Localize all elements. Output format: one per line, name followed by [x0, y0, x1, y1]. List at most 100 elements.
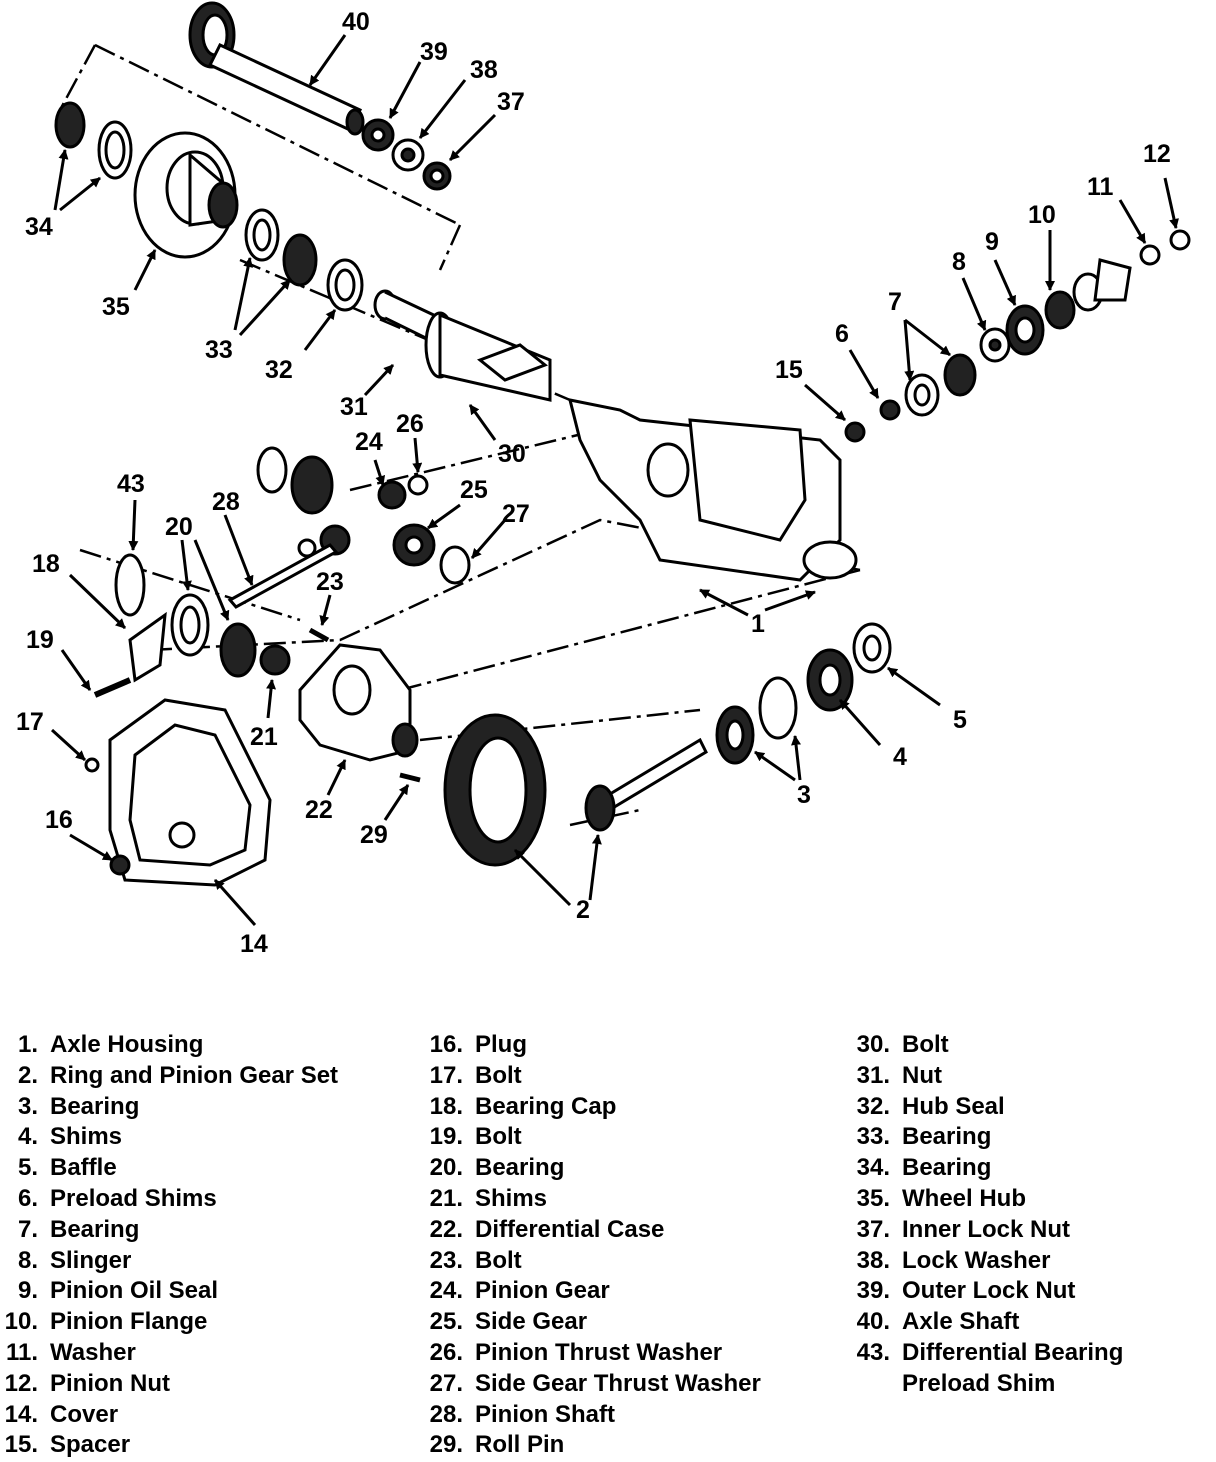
legend-number: 20. [429, 1154, 463, 1182]
callout-11: 11 [1087, 173, 1114, 201]
legend-item: 25.Side Gear [425, 1307, 761, 1338]
legend-item: 39.Outer Lock Nut [852, 1276, 1123, 1307]
callout-43: 43 [117, 470, 145, 498]
legend-column-2: 16.Plug 17. Bolt 18.Bearing Cap 19.Bolt 2… [425, 1030, 761, 1461]
legend-number: 12. [4, 1369, 38, 1397]
legend-number: 16. [429, 1031, 463, 1058]
outer-bearings [54, 101, 133, 180]
callout-18: 18 [32, 550, 60, 578]
legend-label: Baffle [50, 1154, 117, 1182]
legend-number: 3. [17, 1092, 38, 1120]
ring-and-pinion [443, 622, 892, 867]
legend-label: Bolt [475, 1061, 522, 1089]
legend-number: 5. [17, 1154, 38, 1182]
callout-1: 1 [751, 610, 765, 638]
legend-label: Pinion Flange [50, 1308, 208, 1336]
legend-item-continuation: Preload Shim [852, 1369, 1123, 1400]
legend-number: 25. [429, 1308, 463, 1336]
legend-number: 30. [856, 1031, 890, 1058]
legend-label: Bolt [475, 1123, 522, 1151]
legend-label: Bearing Cap [475, 1092, 617, 1120]
legend-item: 12. Pinion Nut [0, 1369, 338, 1400]
legend-item: 9.Pinion Oil Seal [0, 1276, 338, 1307]
legend-item: 11. Washer [0, 1338, 338, 1369]
callout-10: 10 [1028, 201, 1056, 229]
callouts: 40 39 38 37 34 35 33 32 12 11 10 9 8 7 6… [16, 8, 1171, 958]
legend-item: 5. Baffle [0, 1153, 338, 1184]
legend-item: 17. Bolt [425, 1061, 761, 1092]
legend-label: Shims [475, 1184, 548, 1212]
exploded-diagram: 40 39 38 37 34 35 33 32 12 11 10 9 8 7 6… [16, 1, 1191, 958]
legend-label: Preload Shims [50, 1184, 217, 1212]
callout-26: 26 [396, 410, 424, 438]
legend-item: 21.Shims [425, 1184, 761, 1215]
callout-28: 28 [212, 488, 240, 516]
legend-item: 24.Pinion Gear [425, 1276, 761, 1307]
legend-number: 34. [856, 1154, 890, 1182]
legend-label: Preload Shim [902, 1369, 1056, 1397]
legend-number: 4. [17, 1123, 38, 1151]
callout-38: 38 [470, 56, 498, 84]
leader-arrows [50, 34, 1179, 926]
callout-9: 9 [985, 228, 999, 256]
legend-label: Inner Lock Nut [902, 1215, 1071, 1243]
legend-number: 33. [856, 1123, 890, 1151]
legend-label: Axle Shaft [902, 1308, 1020, 1336]
legend-label: Cover [50, 1400, 119, 1428]
legend-label: Pinion Thrust Washer [475, 1338, 723, 1366]
callout-34: 34 [25, 213, 53, 241]
callout-17: 17 [16, 708, 44, 736]
legend-item: 34.Bearing [852, 1153, 1123, 1184]
legend-item: 26. Pinion Thrust Washer [425, 1338, 761, 1369]
legend-label: Pinion Nut [50, 1369, 170, 1397]
legend-item: 6.Preload Shims [0, 1184, 338, 1215]
legend-number: 29. [429, 1431, 463, 1459]
legend-number: 26. [429, 1338, 463, 1366]
legend-item: 38.Lock Washer [852, 1246, 1123, 1277]
legend-number: 43. [856, 1338, 890, 1366]
legend-number: 22. [429, 1215, 463, 1243]
legend-item: 8.Slinger [0, 1246, 338, 1277]
legend-item: 15.Spacer [0, 1430, 338, 1461]
legend-number: 11. [5, 1338, 38, 1366]
legend-label: Outer Lock Nut [902, 1277, 1076, 1305]
axle-shaft [188, 1, 365, 136]
callout-35: 35 [102, 293, 130, 321]
callout-33: 33 [205, 336, 233, 364]
callout-40: 40 [342, 8, 370, 36]
legend-item: 40.Axle Shaft [852, 1307, 1123, 1338]
legend-item: 3.Bearing [0, 1092, 338, 1123]
callout-29: 29 [360, 821, 388, 849]
legend-item: 18.Bearing Cap [425, 1092, 761, 1123]
legend-number: 1. [17, 1031, 38, 1058]
callout-15: 15 [775, 356, 803, 384]
lock-nuts [361, 118, 452, 191]
legend-label: Axle Housing [50, 1031, 204, 1058]
legend-label: Shims [50, 1123, 123, 1151]
cover [84, 698, 272, 887]
legend-item: 16.Plug [425, 1030, 761, 1061]
callout-5: 5 [953, 706, 967, 734]
legend-column-3: 30.Bolt 31.Nut 32.Hub Seal 33.Bearing 34… [852, 1030, 1124, 1400]
callout-24: 24 [355, 428, 383, 456]
legend-item: 32.Hub Seal [852, 1092, 1123, 1123]
callout-8: 8 [952, 248, 966, 276]
legend-number: 32. [856, 1092, 890, 1120]
legend-label: Washer [50, 1338, 136, 1366]
legend-number: 15. [4, 1431, 38, 1459]
callout-27: 27 [502, 500, 530, 528]
callout-21: 21 [250, 723, 278, 751]
legend-label: Bolt [902, 1031, 949, 1058]
axle-housing [567, 398, 858, 582]
legend-label: Wheel Hub [902, 1184, 1026, 1212]
legend-number: 17. [429, 1061, 463, 1089]
legend-number: 38. [856, 1246, 890, 1274]
legend-label: Ring and Pinion Gear Set [50, 1061, 339, 1089]
legend-item: 1. Axle Housing [0, 1030, 338, 1061]
callout-3: 3 [797, 781, 811, 809]
legend-item: 19.Bolt [425, 1122, 761, 1153]
legend-label: Side Gear Thrust Washer [475, 1369, 761, 1397]
callout-2: 2 [576, 896, 590, 924]
legend-label: Differential Bearing [902, 1338, 1124, 1366]
